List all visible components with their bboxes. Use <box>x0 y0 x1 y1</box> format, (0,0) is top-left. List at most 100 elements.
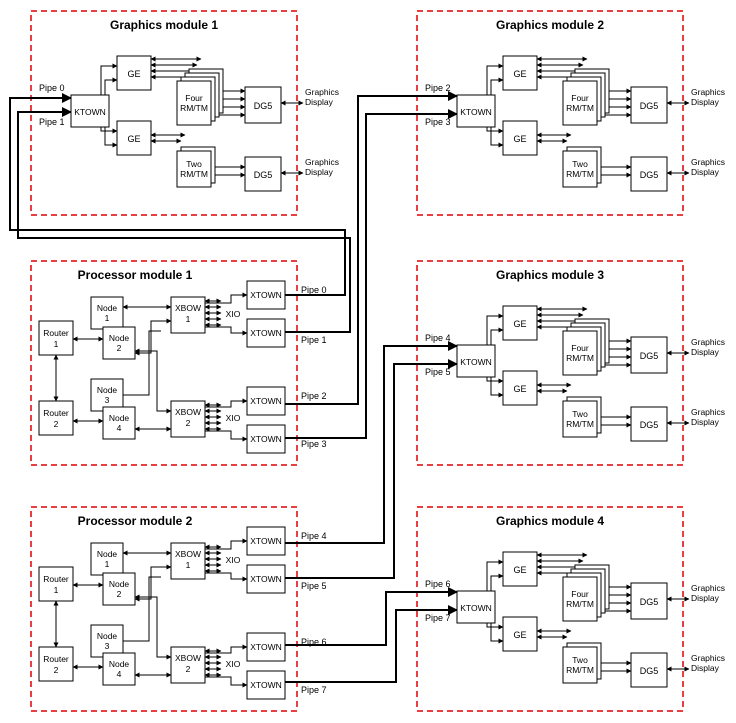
pm2-xio-1: XIO <box>226 555 241 565</box>
gm3-k-ge2-a <box>486 377 504 384</box>
gm4-ge-2 <box>502 616 538 652</box>
gm3-ktown <box>456 344 496 378</box>
pm2-xtown-4-l: XTOWN <box>250 680 281 690</box>
gm3-dg5-1 <box>630 336 668 374</box>
pm1-title: Processor module 1 <box>78 268 193 282</box>
gm2-four-rmtm <box>562 80 598 126</box>
gm2-ge-2-label: GE <box>513 134 526 144</box>
pm1-n2-x2 <box>134 348 172 414</box>
gm1-two-rmtm <box>176 150 212 188</box>
pm1-x2-xt4 <box>205 430 248 442</box>
gm4-dg5-1 <box>630 582 668 620</box>
gm3-dg5-1-label: DG5 <box>640 351 659 361</box>
gm4-display-1-l2: Display <box>691 593 720 603</box>
gm4-ge-2-label: GE <box>513 630 526 640</box>
pm1-x2-xt3 <box>205 398 248 408</box>
cable-pipe-7 <box>285 605 458 683</box>
gm3-display-1-l1: Graphics <box>691 337 725 347</box>
pm1-xbow-2 <box>170 400 206 438</box>
pm1-pipe-d: Pipe 3 <box>301 439 327 449</box>
gm1-ge-1-label: GE <box>127 69 140 79</box>
pm1-router-1-l: Router <box>43 328 69 338</box>
gm4-four-l1: Four <box>571 589 589 599</box>
gm2-two-l2: RM/TM <box>566 169 594 179</box>
pm2-xtown-3 <box>246 632 286 662</box>
gm2-four-l2: RM/TM <box>566 103 594 113</box>
pm2-xbow-1-n: 1 <box>186 560 191 570</box>
pm2-pipe-a: Pipe 4 <box>301 531 327 541</box>
gm2-ge-2 <box>502 120 538 156</box>
gm4-display-2-l1: Graphics <box>691 653 725 663</box>
gm4-display-1-l1: Graphics <box>691 583 725 593</box>
gm3-display-1-l2: Display <box>691 347 720 357</box>
cable-pipe-5 <box>285 359 458 579</box>
cable-pipe-0 <box>9 93 346 296</box>
gm2-border <box>416 10 684 216</box>
gm1-display-2-l2: Display <box>305 167 334 177</box>
pm2-xtown-1 <box>246 526 286 556</box>
pm2-border <box>30 506 298 712</box>
pm1-xio-2: XIO <box>226 413 241 423</box>
pm2-node-4-l: Node <box>109 659 130 669</box>
gm2-display-2-l1: Graphics <box>691 157 725 167</box>
cable-pipe-2 <box>285 91 458 405</box>
gm2-k-ge1-a <box>486 63 504 95</box>
pm1-node-1-n: 1 <box>105 313 110 323</box>
gm2-ktown <box>456 94 496 128</box>
pm1-node-4 <box>102 406 136 440</box>
pm2-node-2 <box>102 572 136 606</box>
pm2-xtown-1-l: XTOWN <box>250 536 281 546</box>
pm1-xtown-2-l: XTOWN <box>250 328 281 338</box>
pm1-node-2-l: Node <box>109 333 130 343</box>
pm1-xbow-2-n: 2 <box>186 418 191 428</box>
pm1-node-1 <box>90 296 124 330</box>
pm2-node-3-n: 3 <box>105 641 110 651</box>
pm1-node-4-n: 4 <box>117 423 122 433</box>
pm1-border <box>30 260 298 466</box>
pm1-xio-1: XIO <box>226 309 241 319</box>
pm2-router-1-l: Router <box>43 574 69 584</box>
gm1-four-l1: Four <box>185 93 203 103</box>
pm1-xtown-4 <box>246 424 286 454</box>
gm4-ge-1 <box>502 551 538 587</box>
pm1-xtown-1-l: XTOWN <box>250 290 281 300</box>
pm1-xtown-4-l: XTOWN <box>250 434 281 444</box>
gm1-ktown-label: KTOWN <box>74 107 105 117</box>
gm4-pipe-b: Pipe 7 <box>425 613 451 623</box>
gm1-four-rmtm <box>176 80 212 126</box>
gm1-pipe-b: Pipe 1 <box>39 117 65 127</box>
gm3-two-rmtm <box>562 400 598 438</box>
cable-pipe-4 <box>285 341 458 544</box>
gm2-display-1-l1: Graphics <box>691 87 725 97</box>
pm2-router-1-n: 1 <box>54 585 59 595</box>
pm1-xbow-2-l: XBOW <box>175 407 201 417</box>
pm2-router-2-n: 2 <box>54 665 59 675</box>
pm1-router-2-l: Router <box>43 408 69 418</box>
pm1-xbow-1 <box>170 296 206 334</box>
gm2-k-ge2-a <box>486 127 504 134</box>
pm2-node-1-n: 1 <box>105 559 110 569</box>
gm3-dg5-2-label: DG5 <box>640 420 659 430</box>
gm2-two-rmtm <box>562 150 598 188</box>
gm1-ktown <box>70 94 110 128</box>
gm4-two-rmtm <box>562 646 598 684</box>
pm2-node-4-n: 4 <box>117 669 122 679</box>
gm1-k-ge2-b <box>104 127 118 148</box>
gm1-ge-2 <box>116 120 152 156</box>
gm1-dg5-1 <box>244 86 282 124</box>
gm2-dg5-1 <box>630 86 668 124</box>
gm1-dg5-1-label: DG5 <box>254 101 273 111</box>
pm2-node-3 <box>90 624 124 658</box>
gm1-title: Graphics module 1 <box>110 18 218 32</box>
cable-pipe-1 <box>17 107 351 333</box>
gm2-two-l1: Two <box>572 159 588 169</box>
gm3-k-ge1-b <box>490 327 504 345</box>
pm1-n2-x1 <box>134 318 172 356</box>
pm1-pipe-b: Pipe 1 <box>301 335 327 345</box>
pm2-x1-xt2 <box>205 572 248 582</box>
gm1-k-ge2-a <box>100 127 118 134</box>
gm3-display-2-l2: Display <box>691 417 720 427</box>
gm3-pipe-b: Pipe 5 <box>425 367 451 377</box>
pm1-pipe-a: Pipe 0 <box>301 285 327 295</box>
